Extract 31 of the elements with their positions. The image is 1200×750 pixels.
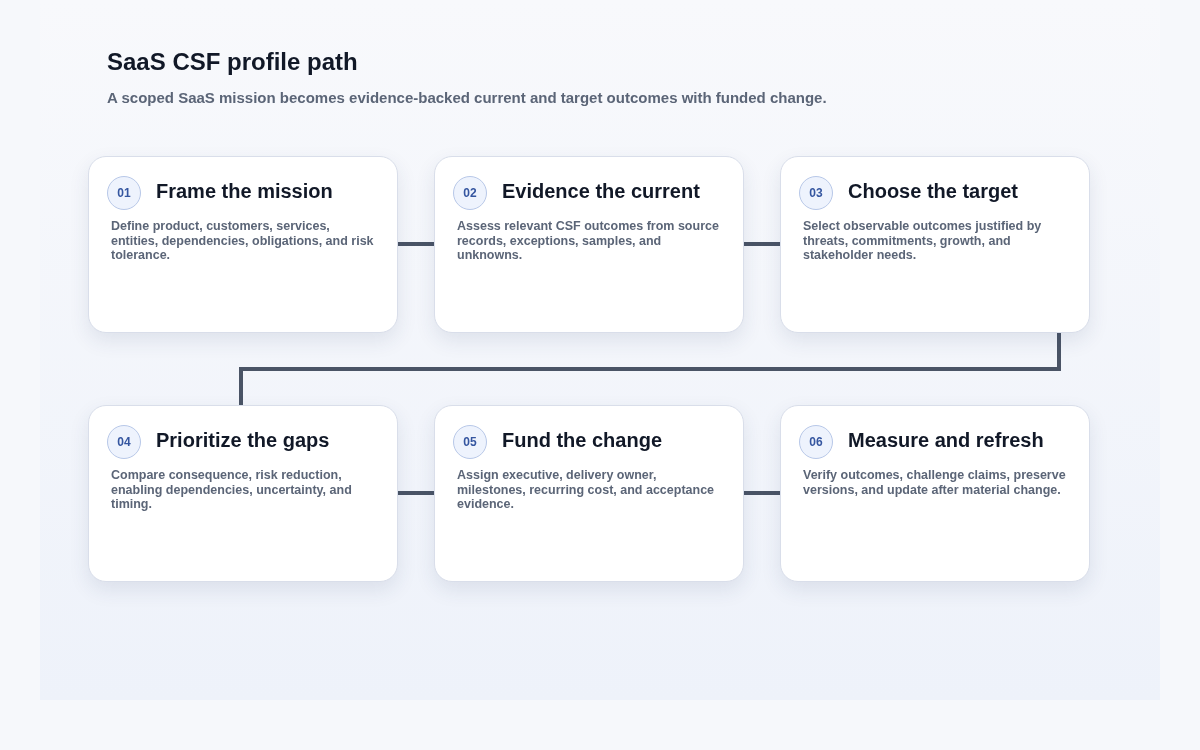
step-heading: Choose the target xyxy=(848,180,1019,203)
step-number: 05 xyxy=(453,425,487,459)
title: SaaS CSF profile path xyxy=(107,48,358,76)
connector-line xyxy=(398,491,434,495)
step-number: 01 xyxy=(107,176,141,210)
connector-line xyxy=(744,242,780,246)
step-number: 04 xyxy=(107,425,141,459)
step-description: Assess relevant CSF outcomes from source records, exceptions, samples, and unknowns. xyxy=(457,219,720,263)
connector-line xyxy=(239,333,1061,405)
step-heading: Measure and refresh xyxy=(848,429,1044,452)
step-card xyxy=(780,156,1090,333)
step-description: Select observable outcomes justified by threats, commitments, growth, and stakeholder needs. xyxy=(803,219,1043,263)
step-card xyxy=(88,405,398,582)
step-heading: Evidence the current xyxy=(502,180,700,203)
step-card xyxy=(88,156,398,333)
step-number: 02 xyxy=(453,176,487,210)
connector-line xyxy=(398,242,434,246)
step-description: Assign executive, delivery owner, milestones, recurring cost, and acceptance evidence. xyxy=(457,468,716,512)
step-card xyxy=(434,405,744,582)
connector-line xyxy=(744,491,780,495)
step-heading: Fund the change xyxy=(502,429,662,452)
step-heading: Frame the mission xyxy=(156,180,333,203)
step-description: Compare consequence, risk reduction, enabling dependencies, uncertainty, and timing. xyxy=(111,468,353,512)
step-card xyxy=(434,156,744,333)
step-description: Verify outcomes, challenge claims, preserve versions, and update after material change. xyxy=(803,468,1067,497)
step-number: 03 xyxy=(799,176,833,210)
step-description: Define product, customers, services, entities, dependencies, obligations, and risk tolerance. xyxy=(111,219,375,263)
step-heading: Prioritize the gaps xyxy=(156,429,330,452)
step-card xyxy=(780,405,1090,582)
subtitle: A scoped SaaS mission becomes evidence-backed current and target outcomes with funded change. xyxy=(107,89,827,106)
step-number: 06 xyxy=(799,425,833,459)
